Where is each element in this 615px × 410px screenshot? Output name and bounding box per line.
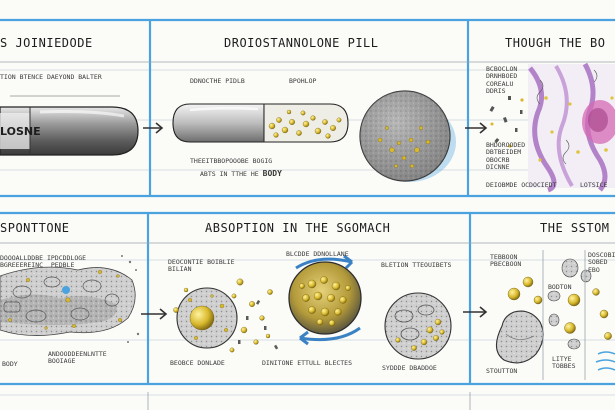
label-bhdoroded: BHDOROODED DBTBEIDEM OBOCRB DICNNE — [486, 141, 526, 172]
big-pill-capsule — [0, 106, 139, 156]
absorption-arrows — [295, 254, 361, 346]
panel-title-through-body: THOUGH THE BO — [505, 36, 606, 50]
label-blcdde: BLCDDE DDNOLLANE — [286, 250, 349, 258]
scattered-dots — [121, 255, 140, 343]
label-ddnocthe-pidlb: DDNOCTHE PIDLB — [190, 77, 245, 85]
round-tablet — [359, 90, 456, 182]
column-dividers — [542, 250, 586, 380]
label-litye: LITYE TOBBES — [552, 355, 576, 371]
label-body: BODY — [2, 360, 18, 368]
granule-cloud — [173, 278, 279, 353]
panel-title-sponttone: SPONTTONE — [0, 221, 70, 235]
label-tion-btence: TION BTENCE DAEYOND BALTER — [0, 73, 102, 81]
caption-line1: THEEITBBOPOOOBE BOGIG — [190, 157, 273, 165]
label-bletion: BLETION TTEOUIBETS — [381, 261, 452, 269]
label-dinitone: DINITONE ETTULL BLECTES — [262, 359, 353, 367]
digesting-cell — [384, 292, 452, 360]
panel-title-absorption: ABSOPTION IN THE SGOMACH — [205, 221, 391, 235]
label-stoutton: STOUTTON — [486, 367, 518, 375]
arrow-right-2 — [465, 122, 488, 134]
panel-title-pill: DROIOSTANNOLONE PILL — [224, 36, 379, 50]
arrow-right-4 — [463, 306, 488, 318]
label-tebboon: TEBBOON PBECBOON — [490, 253, 522, 269]
caption-line2: ABTS IN TTHE HE BODY — [200, 169, 282, 178]
panel-title-stomach: THE SSTOM — [540, 221, 610, 235]
granular-mass — [0, 266, 136, 336]
fluid-lines — [595, 351, 615, 371]
open-capsule — [172, 103, 349, 143]
panel-title-joiniedode: S JOINIEDODE — [0, 36, 93, 50]
label-beobce: BEOBCE DONLADE — [170, 359, 225, 367]
label-bpohlop: BPOHLOP — [289, 77, 317, 85]
stomach-organ — [495, 310, 544, 364]
yellow-coins — [507, 276, 612, 340]
panel-frame — [0, 18, 615, 386]
label-syddde: SYDDDE DBADDOE — [382, 364, 437, 372]
drifting-particles — [489, 96, 524, 148]
label-bodton: BODTON — [548, 283, 572, 291]
pill-imprint: LOSNE — [0, 125, 41, 138]
tissue-cross-section — [528, 62, 615, 193]
panel-dividers — [0, 61, 615, 410]
label-deocontie: DEOCONTIE BOIBLIE BILIAN — [168, 258, 235, 274]
label-doscobite: DOSCOBITE SOBED EBO — [588, 251, 615, 274]
arrow-right-1 — [143, 122, 164, 134]
small-tablet-sphere — [176, 287, 238, 349]
label-lotsice: LOTSICE — [580, 181, 608, 189]
label-deiobmde: DEIOBMDE OCDOCIEDT — [486, 181, 557, 189]
gray-cells — [547, 258, 592, 350]
arrow-right-3 — [141, 308, 168, 320]
label-andooddeen: ANDOODDEENLNTTE BOOIAGE — [48, 350, 107, 366]
label-bcboclon: BCBOCLON DRNHBOED COREALU DDRIS — [486, 65, 518, 96]
large-granule-sphere — [288, 261, 362, 335]
label-dooallddbe: DOOOALLDDBE IPDCDDLOGE BGREEEREINC PEDBL… — [0, 254, 87, 270]
